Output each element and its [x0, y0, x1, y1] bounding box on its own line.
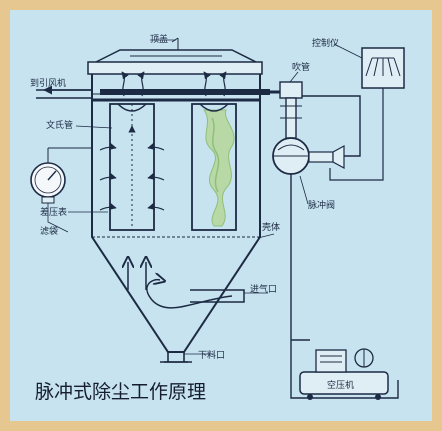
filter-bag-left — [109, 103, 155, 231]
label-shell: 壳体 — [262, 221, 280, 233]
label-controller: 控制仪 — [312, 37, 339, 49]
label-discharge: 下料口 — [198, 349, 225, 361]
outlet-duct — [36, 85, 92, 99]
air-compressor — [299, 348, 389, 400]
venturi-tubes — [117, 103, 229, 112]
label-air-inlet: 进气口 — [250, 283, 277, 295]
air-inlet-duct — [190, 289, 245, 303]
dust-flow-arrows — [99, 125, 165, 211]
label-venturi: 文氏管 — [46, 119, 73, 131]
label-filter-bag: 滤袋 — [40, 225, 58, 237]
compressed-air-pipe — [290, 95, 399, 399]
label-pressure-gauge: 差压表 — [40, 206, 67, 218]
label-top-cover: 顶盖 — [150, 33, 168, 45]
blow-pipe — [100, 89, 286, 95]
filter-bag-right — [191, 103, 237, 231]
diagram-caption: 脉冲式除尘工作原理 — [35, 381, 206, 403]
label-blow-pipe: 吹管 — [292, 61, 310, 73]
label-compressor: 空压机 — [327, 379, 354, 391]
top-cover — [87, 37, 263, 75]
pressure-gauge — [30, 147, 92, 204]
pulse-valve-assembly — [272, 81, 345, 230]
hopper-airflow-arrows — [128, 262, 233, 309]
label-pulse-valve: 脉冲阀 — [308, 199, 335, 211]
controller-box — [329, 47, 405, 181]
leader-lines — [47, 39, 363, 355]
label-to-fan: 到引风机 — [30, 77, 66, 89]
